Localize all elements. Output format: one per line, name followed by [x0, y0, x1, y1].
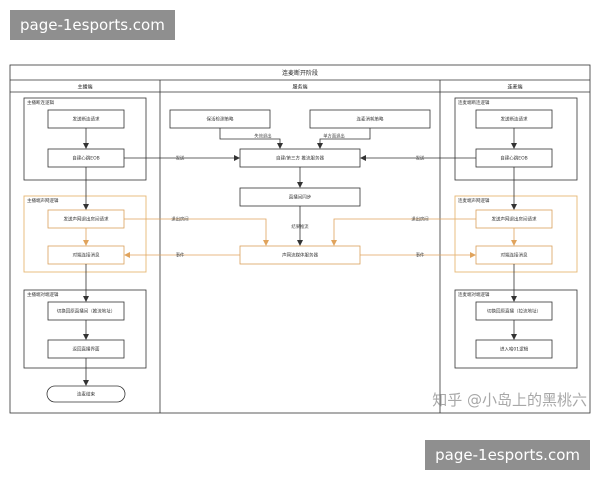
- column-header-guest: 连麦端: [507, 84, 522, 91]
- label-left-leave: 退出房间: [171, 216, 188, 223]
- left-group-disconnect: [23, 97, 147, 181]
- live-sync-label: 直播间同步: [289, 194, 312, 201]
- push-server-label: 自建/第三方 推流服务器: [276, 155, 324, 162]
- left-group-peer: [23, 289, 147, 369]
- left-peer-msg-label: 对端连接消息: [73, 252, 100, 259]
- right-group-agora: [454, 195, 578, 273]
- diagram-title: 连麦断开阶段: [282, 69, 318, 77]
- label-right-send: 发送: [416, 155, 425, 162]
- right-send-leave-label: 发送声网退出房间请求: [492, 216, 537, 223]
- left-heartbeat-label: 自建心跳EOB: [72, 155, 99, 162]
- right-group-disconnect-title: 连麦端断连逻辑: [458, 99, 490, 106]
- label-result-push: 结果推流: [291, 223, 309, 230]
- right-switch-stream-label: 切换回原直播（拉流地址）: [487, 308, 541, 315]
- left-send-leave-label: 发送声网退出房间请求: [64, 216, 109, 223]
- left-group-agora-title: 主播端声网逻辑: [27, 197, 59, 204]
- zhihu-watermark: 知乎 @小岛上的黑桃六: [432, 391, 587, 409]
- agora-server-label: 声网流媒体服务器: [282, 252, 318, 259]
- left-group-agora: [23, 195, 147, 273]
- keepalive-strategy-label: 保活检测策略: [207, 116, 234, 123]
- label-right-event: 事件: [416, 252, 425, 259]
- label-timeout-exit: 失效退出: [254, 133, 271, 140]
- disconnect-cost-label: 连麦消耗策略: [357, 116, 384, 123]
- left-group-peer-title: 主播端对端逻辑: [27, 291, 59, 298]
- label-unilateral-exit: 单方面退出: [323, 133, 344, 140]
- end-oval: [46, 385, 126, 403]
- label-right-leave: 退出房间: [411, 216, 428, 223]
- end-oval-label: 连麦结束: [77, 391, 95, 398]
- right-group-agora-title: 连麦端声网逻辑: [458, 197, 490, 204]
- label-left-event: 事件: [176, 252, 185, 259]
- left-return-live-label: 返回直播界面: [73, 346, 100, 353]
- left-send-disconnect-label: 发送断连请求: [73, 116, 100, 123]
- column-header-server: 服务端: [292, 84, 307, 91]
- right-enter-logic-box: [475, 339, 553, 359]
- right-group-peer-title: 连麦端对端逻辑: [458, 291, 490, 298]
- right-peer-msg-label: 对端连接消息: [501, 252, 528, 259]
- watermark-bottom: page-1esports.com: [425, 440, 590, 470]
- column-header-anchor: 主播端: [77, 84, 92, 91]
- right-send-disconnect-label: 发送断连请求: [501, 116, 528, 123]
- right-group-peer: [454, 289, 578, 369]
- right-heartbeat-label: 自建心跳EOB: [500, 155, 527, 162]
- right-group-disconnect: [454, 97, 578, 181]
- label-left-send: 发送: [176, 155, 185, 162]
- left-group-disconnect-title: 主播断连逻辑: [27, 99, 54, 106]
- left-switch-stream-label: 切换回原直播间（推流地址）: [57, 308, 116, 315]
- watermark-top: page-1esports.com: [10, 10, 175, 40]
- right-enter-logic-label: 进入哈01逻辑: [500, 346, 529, 353]
